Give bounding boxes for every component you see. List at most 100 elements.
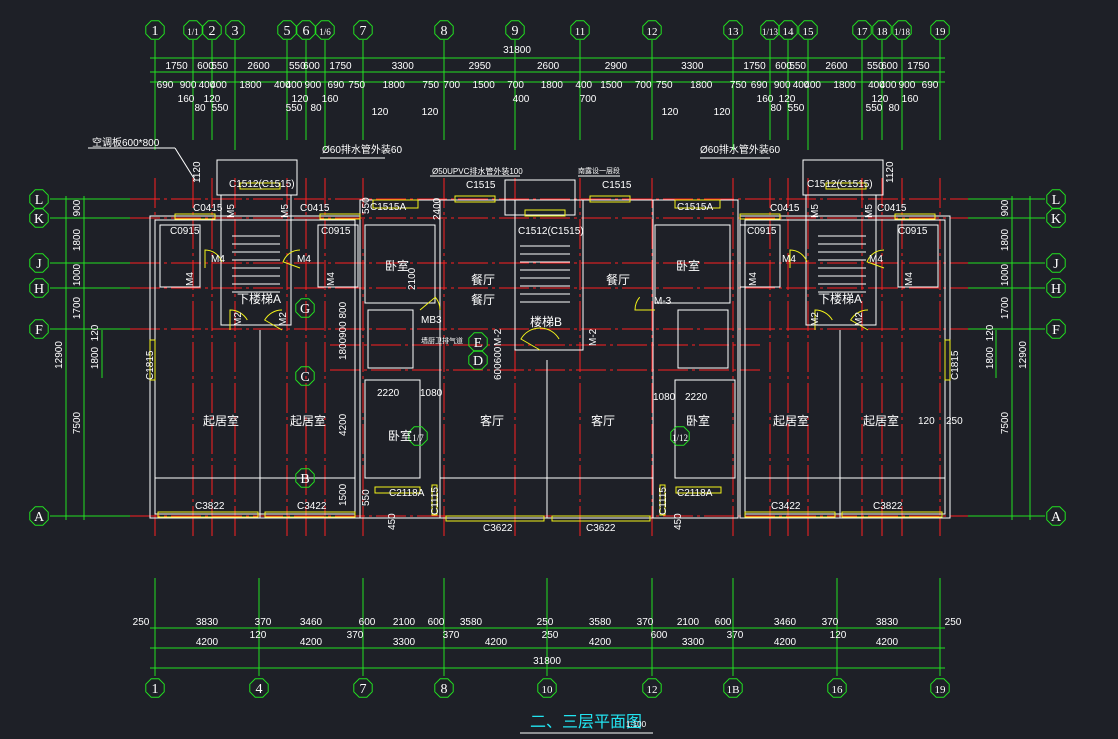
- wall-room: [674, 379, 736, 479]
- dimension-text: 1700: [72, 296, 83, 319]
- axis-bubble: [1046, 208, 1066, 228]
- door-swing: [634, 296, 655, 311]
- door-tag: M-2: [588, 328, 599, 346]
- axis-bubble: [202, 20, 222, 40]
- window-tag: C1515A: [370, 202, 406, 213]
- axis-bubble: [296, 20, 316, 40]
- dimension-text: 700: [443, 80, 460, 91]
- dimension-text: 1800: [985, 346, 996, 369]
- door-swing: [419, 296, 441, 311]
- door-tag: M2: [854, 312, 865, 326]
- dimension-text: 370: [822, 617, 839, 628]
- window-tag: C3822: [873, 501, 903, 512]
- dimension-text: 2400: [432, 197, 443, 220]
- dimension-text: 750: [422, 80, 439, 91]
- window-tag: C1115: [658, 487, 669, 515]
- dimension-text: 250: [133, 617, 150, 628]
- axis-bubble: [930, 20, 950, 40]
- dimension-text: 3300: [681, 61, 704, 72]
- dimension-text: 3830: [196, 617, 219, 628]
- window-tag: C1512(C1515): [229, 179, 295, 190]
- room-label-stair: 下楼梯A: [818, 291, 862, 306]
- dimension-text: 400: [199, 80, 216, 91]
- dimension-text: 3300: [682, 637, 705, 648]
- axis-bubble-label: 15: [803, 26, 815, 38]
- axis-bubble: [852, 20, 872, 40]
- door-swing: [866, 249, 885, 269]
- axis-bubble-label: 1/1: [187, 27, 199, 37]
- dimension-text: 1750: [743, 61, 766, 72]
- door-tag: M2: [233, 312, 244, 326]
- dimension-text: 600: [651, 630, 668, 641]
- window: [524, 209, 566, 217]
- axis-bubble-label: 5: [284, 24, 291, 39]
- window: [739, 213, 781, 220]
- window-tag: C0415: [193, 203, 223, 214]
- axis-bubble: [295, 468, 315, 488]
- dimension-text: 400: [804, 80, 821, 91]
- wall-stair: [514, 199, 584, 351]
- window: [431, 484, 438, 516]
- dimension-text: 450: [387, 513, 398, 530]
- window-tag: C0915: [747, 226, 777, 237]
- dimension-text: 250: [946, 416, 963, 427]
- axis-bubble-label: B: [300, 472, 309, 487]
- window-tag: C0915: [321, 226, 351, 237]
- dimension-text: 80: [310, 103, 322, 114]
- axis-bubble-label: 10: [542, 684, 554, 696]
- axis-bubble: [434, 20, 454, 40]
- door-tag: M4: [782, 254, 796, 265]
- axis-bubble-label: 1: [152, 682, 159, 697]
- dimension-text: 370: [255, 617, 272, 628]
- dimension-text: 450: [673, 513, 684, 530]
- dimension-text: 2100: [407, 267, 418, 290]
- window-tag: C1512(C1515): [518, 226, 584, 237]
- window-tag: C0415: [877, 203, 907, 214]
- window-tag: C2118A: [677, 488, 713, 499]
- dimension-text: 600600: [493, 346, 504, 380]
- axis-bubble-label: 7: [360, 682, 367, 697]
- annotation-drain-pipe: Ø60排水管外装60: [700, 143, 780, 156]
- axis-bubble-label: 2: [209, 24, 216, 39]
- axis-bubble-label: 3: [232, 24, 239, 39]
- axis-bubble-label: F: [35, 323, 43, 338]
- window-tag: C1515: [466, 180, 496, 191]
- axis-bubble-label: 1: [152, 24, 159, 39]
- door-tag: M4: [748, 272, 759, 286]
- dimension-text: 1800: [690, 80, 713, 91]
- dimension-text: 690: [157, 80, 174, 91]
- dimension-text: 2900: [605, 61, 628, 72]
- dimension-text: 1800: [239, 80, 262, 91]
- window: [157, 511, 259, 518]
- dimension-total: 31800: [503, 45, 531, 56]
- axis-bubble: [29, 278, 49, 298]
- axis-bubble: [145, 20, 165, 40]
- dimension-text: 7500: [72, 411, 83, 434]
- room-label-stair: 下楼梯A: [237, 291, 281, 306]
- dimension-text: 550: [789, 61, 806, 72]
- room-label-living: 起居室: [773, 413, 809, 428]
- window: [445, 515, 545, 522]
- window: [264, 511, 356, 518]
- dimension-text: 2950: [469, 61, 492, 72]
- dimension-text: 120: [779, 94, 796, 105]
- room-label-bedroom: 卧室: [676, 258, 700, 273]
- room-label-bedroom: 卧室: [385, 258, 409, 273]
- dimension-text: 550: [211, 61, 228, 72]
- window-tag: C1515A: [677, 202, 713, 213]
- window: [149, 339, 156, 381]
- door-swing: [229, 309, 248, 330]
- dimension-text: 250: [542, 630, 559, 641]
- axis-bubble: [295, 366, 315, 386]
- dimension-text: 3580: [589, 617, 612, 628]
- door-tag: M5: [810, 204, 821, 218]
- axis-bubble-label: 9: [512, 24, 519, 39]
- dimension-text: 1800: [90, 346, 101, 369]
- dimension-text: 1800: [72, 228, 83, 251]
- axis-bubble: [723, 20, 743, 40]
- window-tag: C0415: [770, 203, 800, 214]
- axis-bubble: [408, 426, 428, 446]
- axis-bubble: [353, 20, 373, 40]
- dimension-text: 250: [537, 617, 554, 628]
